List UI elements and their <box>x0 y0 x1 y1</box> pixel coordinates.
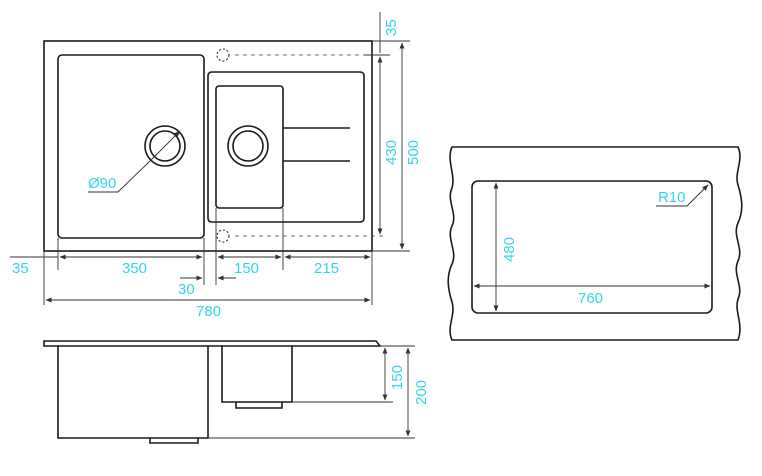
small-drain-outer <box>227 125 269 167</box>
dim-gap-label: 30 <box>178 281 195 298</box>
dim-cutout-height-label: 480 <box>501 237 518 262</box>
small-bowl-drain <box>235 402 283 409</box>
diameter-label: Ø90 <box>88 175 116 192</box>
dim-main-bowl-label: 350 <box>122 260 147 277</box>
dim-main-depth-label: 200 <box>413 380 430 405</box>
cutout-view: 760 480 R10 <box>447 146 743 341</box>
main-drain-inner <box>149 130 181 162</box>
radius-leader <box>656 184 709 207</box>
dim-drainer-label: 215 <box>314 260 339 277</box>
dim-small-depth-label: 150 <box>389 365 406 390</box>
tap-hole-bottom <box>216 229 230 243</box>
sink-outline <box>43 40 373 252</box>
small-drain-inner <box>232 130 264 162</box>
dim-edge-top-label: 35 <box>383 19 400 36</box>
dim-overall-width-label: 780 <box>196 303 221 320</box>
small-bowl-profile <box>221 346 293 403</box>
tap-hole-top <box>216 48 230 62</box>
dim-overall-height-label: 500 <box>405 140 422 165</box>
main-bowl-profile <box>57 346 209 439</box>
top-view: Ø90 35 350 150 215 30 780 500 430 <box>10 12 422 320</box>
dim-small-bowl-height-label: 430 <box>383 140 400 165</box>
small-bowl-drainer-area <box>207 71 365 223</box>
diameter-leader <box>88 130 181 193</box>
cutout-rectangle <box>471 180 713 314</box>
main-bowl-drain <box>149 438 199 444</box>
small-bowl <box>215 85 284 209</box>
main-drain-outer <box>144 125 186 167</box>
dim-edge-left-label: 35 <box>12 260 29 277</box>
side-view: 150 200 <box>43 340 430 444</box>
main-bowl <box>57 54 205 239</box>
radius-label: R10 <box>658 189 686 206</box>
sink-rim <box>43 340 382 347</box>
dim-cutout-width-label: 760 <box>578 290 603 307</box>
dim-small-bowl-label: 150 <box>234 260 259 277</box>
countertop-outline <box>447 146 743 341</box>
